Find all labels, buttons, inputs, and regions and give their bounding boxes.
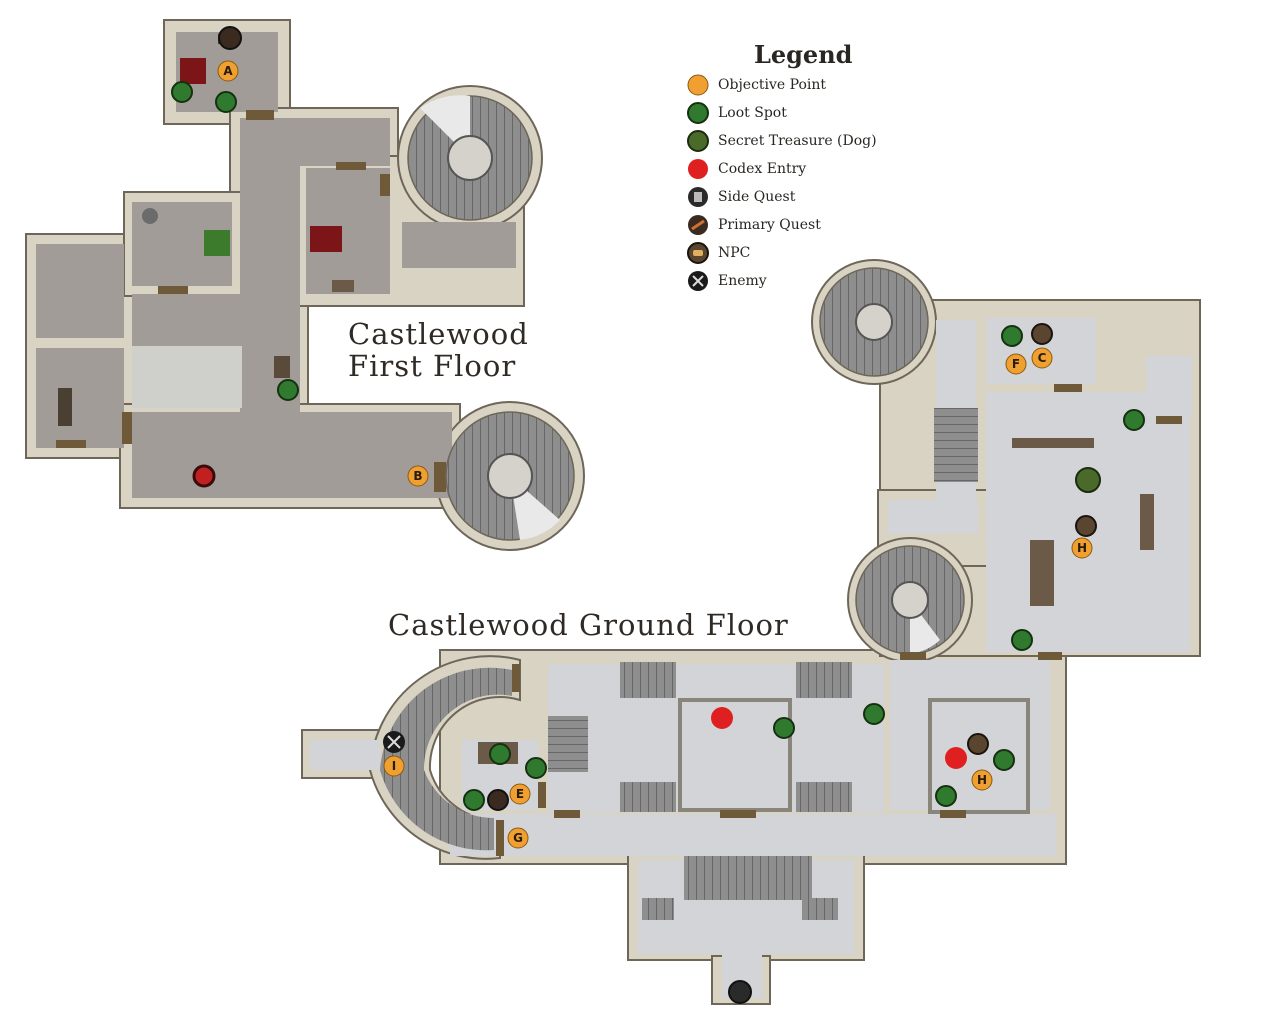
legend-title: Legend (754, 40, 853, 69)
primary-quest-icon[interactable] (487, 789, 509, 811)
loot-spot-icon[interactable] (935, 785, 957, 807)
loot-spot-icon[interactable] (171, 81, 193, 103)
loot-spot-icon[interactable] (1001, 325, 1023, 347)
loot-spot-icon[interactable] (489, 743, 511, 765)
legend-item-side-quest: Side Quest (686, 184, 795, 210)
objective-point-c[interactable]: C (1031, 347, 1053, 369)
legend-item-loot: Loot Spot (686, 100, 787, 126)
legend-item-enemy: Enemy (686, 268, 767, 294)
loot-spot-icon[interactable] (773, 717, 795, 739)
loot-spot-icon[interactable] (1011, 629, 1033, 651)
objective-point-h[interactable]: H (971, 769, 993, 791)
loot-spot-icon[interactable] (525, 757, 547, 779)
objective-label: H (1077, 541, 1087, 555)
npc-icon[interactable] (1075, 515, 1097, 537)
loot-spot-icon[interactable] (277, 379, 299, 401)
legend-item-secret-treasure: Secret Treasure (Dog) (686, 128, 877, 154)
objective-point-icon (687, 74, 709, 96)
ground-floor-title-text: Castlewood Ground Floor (388, 608, 789, 642)
objective-point-h[interactable]: H (1071, 537, 1093, 559)
first-floor-title-line2: First Floor (348, 349, 517, 383)
objective-label: I (392, 759, 396, 773)
npc-icon[interactable] (967, 733, 989, 755)
objective-point-i[interactable]: I (383, 755, 405, 777)
npc-icon (687, 242, 709, 264)
loot-spot-icon[interactable] (993, 749, 1015, 771)
loot-spot-icon[interactable] (463, 789, 485, 811)
legend-item-codex: Codex Entry (686, 156, 806, 182)
loot-spot-icon[interactable] (863, 703, 885, 725)
first-floor-title-line1: Castlewood (348, 317, 529, 351)
loot-spot-icon[interactable] (215, 91, 237, 113)
objective-label: A (223, 64, 233, 78)
legend-item-objective: Objective Point (686, 72, 826, 98)
codex-entry-icon[interactable] (192, 464, 216, 488)
objective-point-b[interactable]: B (407, 465, 429, 487)
objective-label: G (513, 831, 523, 845)
first-floor-title: Castlewood First Floor (348, 318, 529, 382)
objective-point-e[interactable]: E (509, 783, 531, 805)
first-floor-plan (25, 19, 585, 551)
legend-label: Codex Entry (718, 161, 807, 177)
legend-item-primary-quest: Primary Quest (686, 212, 821, 238)
legend-label: Primary Quest (718, 217, 821, 233)
legend-label: Enemy (718, 273, 767, 289)
loot-spot-icon[interactable] (1123, 409, 1145, 431)
objective-point-a[interactable]: A (217, 60, 239, 82)
objective-label: C (1038, 351, 1047, 365)
npc-icon[interactable] (1031, 323, 1053, 345)
objective-label: H (977, 773, 987, 787)
enemy-icon (688, 271, 708, 291)
map-markers: A B C E F G H H I (171, 26, 1145, 1004)
legend-label: NPC (718, 245, 751, 261)
objective-label: B (413, 469, 422, 483)
legend-item-npc: NPC (686, 240, 750, 266)
secret-treasure-icon (687, 130, 709, 152)
legend-label: Loot Spot (718, 105, 787, 121)
side-quest-icon (688, 187, 708, 207)
legend-label: Secret Treasure (Dog) (718, 133, 877, 149)
ground-floor-plan (301, 259, 1201, 1005)
primary-quest-icon[interactable] (218, 26, 242, 50)
secret-treasure-icon[interactable] (1075, 467, 1101, 493)
objective-point-g[interactable]: G (507, 827, 529, 849)
codex-entry-icon (688, 159, 708, 179)
objective-label: E (516, 787, 524, 801)
codex-entry-icon[interactable] (945, 747, 967, 769)
objective-point-f[interactable]: F (1005, 353, 1027, 375)
legend-label: Objective Point (718, 77, 827, 93)
ground-floor-title: Castlewood Ground Floor (388, 608, 789, 642)
loot-spot-icon (687, 102, 709, 124)
side-quest-icon[interactable] (728, 980, 752, 1004)
legend-label: Side Quest (718, 189, 796, 205)
primary-quest-icon (688, 215, 708, 235)
codex-entry-icon[interactable] (711, 707, 733, 729)
objective-label: F (1012, 357, 1020, 371)
